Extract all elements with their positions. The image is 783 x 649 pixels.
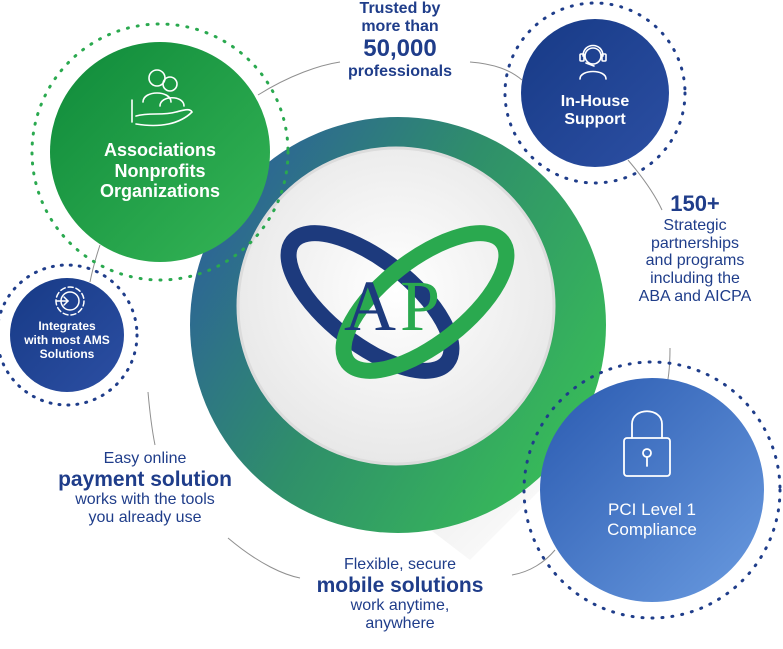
partnerships-callout: 150+ Strategic partnerships and programs… [615, 191, 775, 306]
payment-callout: Easy online payment solution works with … [25, 450, 265, 527]
associations-line-1: Associations [103, 140, 217, 160]
partnerships-line-5: ABA and AICPA [638, 288, 752, 306]
integrates-line-2: with most AMS [24, 332, 110, 347]
support-line-1: In-House [560, 93, 630, 110]
integrates-line-1: Integrates [38, 319, 96, 333]
payment-highlight: payment solution [58, 467, 232, 491]
associations-dotted-ring [30, 22, 290, 282]
padlock-icon [623, 410, 671, 477]
pci-label: PCI Level 1 Compliance [572, 500, 732, 539]
pci-line-2: Compliance [607, 519, 697, 539]
associations-label: Associations Nonprofits Organizations [70, 140, 250, 202]
support-circle [521, 19, 669, 167]
mobile-line-1: Flexible, secure [343, 556, 457, 573]
support-line-2: Support [564, 111, 626, 129]
ap-logo-icon: A P [280, 225, 515, 379]
connector-lines [89, 61, 671, 579]
payment-line-3: you already use [88, 509, 202, 527]
integrates-line-3: Solutions [39, 346, 95, 361]
associations-line-3: Organizations [99, 181, 220, 202]
associations-line-2: Nonprofits [114, 160, 206, 181]
support-label: In-House Support [535, 93, 655, 130]
mobile-line-3: anywhere [365, 615, 435, 633]
pci-line-1: PCI Level 1 [608, 500, 696, 519]
partnerships-line-1: Strategic [663, 216, 727, 234]
pci-circle [540, 378, 764, 602]
associations-circle [50, 42, 270, 262]
center-disc [236, 146, 556, 466]
payment-line-2: works with the tools [75, 491, 215, 509]
partnerships-line-3: and programs [645, 252, 745, 270]
trusted-callout: Trusted by more than 50,000 professional… [320, 0, 480, 81]
logo-letter-p: P [400, 266, 440, 346]
trusted-line-3: professionals [347, 62, 453, 80]
headset-icon [579, 44, 607, 80]
trusted-line-1: Trusted by [359, 0, 441, 17]
support-dotted-ring [503, 1, 687, 185]
gear-arrow-icon [55, 286, 85, 316]
pci-dotted-ring [522, 360, 782, 620]
integrates-dotted-ring [0, 263, 139, 407]
mobile-line-2: work anytime, [350, 597, 450, 615]
integrates-circle [10, 278, 124, 392]
people-hand-icon [131, 69, 193, 127]
partnerships-line-4: including the [650, 270, 740, 288]
payment-line-1: Easy online [103, 450, 187, 467]
integrates-label: Integrates with most AMS Solutions [17, 319, 117, 361]
trusted-highlight: 50,000 [363, 34, 437, 62]
partnerships-line-2: partnerships [650, 234, 740, 252]
trusted-line-2: more than [361, 17, 439, 35]
mobile-callout: Flexible, secure mobile solutions work a… [290, 556, 510, 633]
logo-letter-a: A [344, 266, 396, 346]
partnerships-highlight: 150+ [670, 191, 720, 216]
mobile-highlight: mobile solutions [316, 573, 484, 597]
